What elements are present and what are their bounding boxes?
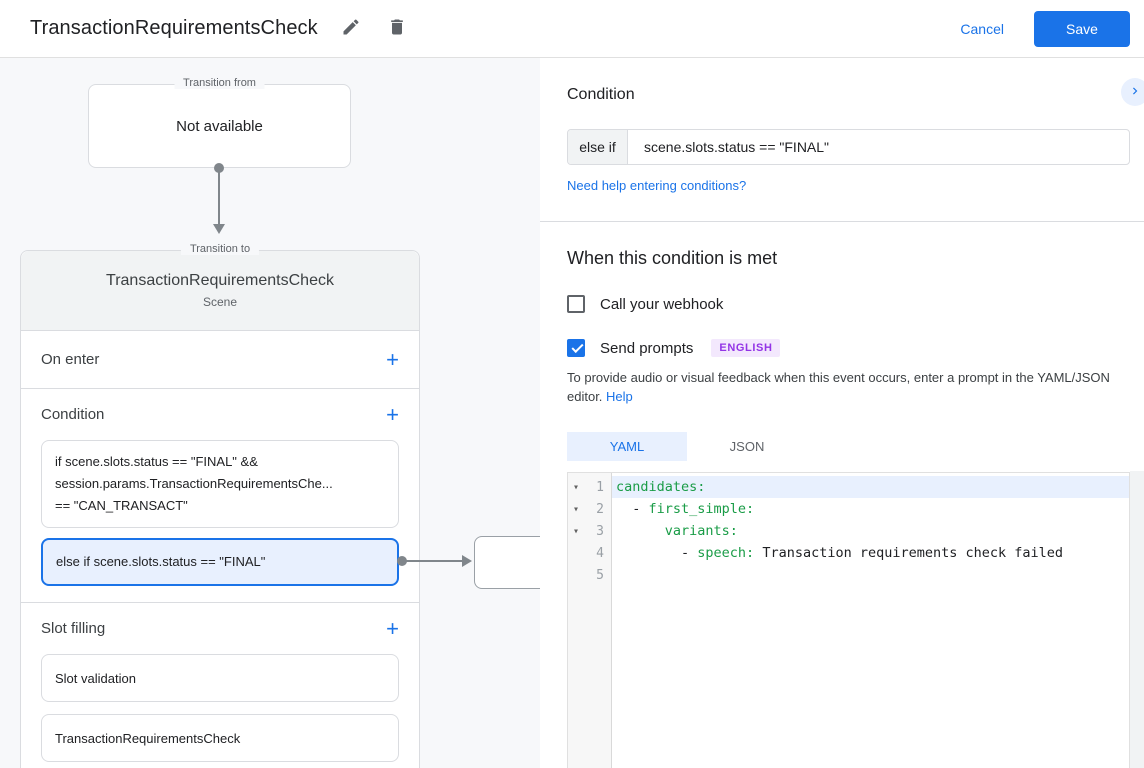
language-badge: ENGLISH [711,339,780,357]
editor-code-area[interactable]: candidates: - first_simple: variants: - … [612,473,1129,768]
when-condition-met-section: When this condition is met Call your web… [540,222,1144,768]
yaml-code-editor[interactable]: ▾1 ▾2 ▾3 4 5 candidates: - first_simple:… [567,472,1130,768]
line-number: 2 [584,502,611,517]
fold-icon[interactable]: ▾ [568,482,584,493]
conditions-help-link[interactable]: Need help entering conditions? [567,178,746,193]
collapse-panel-button[interactable] [1121,78,1144,106]
line-number: 3 [584,524,611,539]
code-line: candidates: [612,476,1129,498]
fold-icon[interactable]: ▾ [568,526,584,537]
transition-from-value: Not available [176,118,263,135]
code-line [612,564,1129,586]
condition-expression-input[interactable]: scene.slots.status == "FINAL" [628,130,1129,164]
arrow-down-icon [213,224,225,234]
arrow-right-icon [462,555,472,567]
editor-tabs: YAML JSON [567,432,1130,461]
tab-yaml[interactable]: YAML [567,432,687,461]
line-number: 1 [584,480,611,495]
condition-editor-section: Condition else if scene.slots.status == … [540,58,1144,222]
slot-filling-section: Slot filling + Slot validation Transacti… [21,603,419,762]
webhook-row: Call your webhook [567,295,1130,313]
condition-expression-group: else if scene.slots.status == "FINAL" [567,129,1130,165]
code-line: - speech: Transaction requirements check… [612,542,1129,564]
delete-scene-button[interactable] [384,16,410,42]
on-enter-label: On enter [41,351,99,368]
line-number: 4 [584,546,611,561]
prompt-description: To provide audio or visual feedback when… [567,368,1130,406]
webhook-label: Call your webhook [600,296,723,313]
transition-target-box[interactable] [474,536,540,589]
code-line: variants: [612,520,1129,542]
on-enter-section: On enter + [21,331,419,389]
save-button[interactable]: Save [1034,11,1130,47]
send-prompts-checkbox[interactable] [567,339,585,357]
top-bar: TransactionRequirementsCheck Cancel Save [0,0,1144,58]
prompt-help-link[interactable]: Help [606,389,633,404]
add-on-enter-button[interactable]: + [386,349,399,371]
condition-section: Condition + if scene.slots.status == "FI… [21,389,419,603]
editor-gutter: ▾1 ▾2 ▾3 4 5 [568,473,612,768]
send-prompts-row: Send prompts ENGLISH [567,339,1130,357]
line-number: 5 [584,568,611,583]
tab-json[interactable]: JSON [687,432,807,461]
condition-item-selected[interactable]: else if scene.slots.status == "FINAL" [41,538,399,586]
scene-card: Transition to TransactionRequirementsChe… [20,250,420,768]
trash-icon [387,17,407,40]
webhook-checkbox[interactable] [567,295,585,313]
transition-from-label: Transition from [174,77,265,89]
condition-label: Condition [41,406,104,423]
chevron-right-icon [1128,84,1142,101]
connector-line [404,560,462,562]
transition-to-label: Transition to [181,243,259,255]
slot-filling-label: Slot filling [41,620,105,637]
condition-detail-panel: Condition else if scene.slots.status == … [540,58,1144,768]
scene-card-header: TransactionRequirementsCheck Scene [21,251,419,331]
scene-title: TransactionRequirementsCheck [106,272,334,290]
cancel-button[interactable]: Cancel [960,21,1004,37]
slot-item-scene[interactable]: TransactionRequirementsCheck [41,714,399,762]
page-title: TransactionRequirementsCheck [30,17,318,40]
scrollbar[interactable] [1130,471,1144,768]
slot-item-validation[interactable]: Slot validation [41,654,399,702]
send-prompts-label: Send prompts [600,340,693,357]
scene-type-label: Scene [203,295,237,309]
pencil-icon [341,17,361,40]
add-condition-button[interactable]: + [386,404,399,426]
condition-item-first[interactable]: if scene.slots.status == "FINAL" && sess… [41,440,399,528]
edit-scene-button[interactable] [338,16,364,42]
condition-operator-label: else if [568,130,628,164]
when-met-heading: When this condition is met [567,248,1130,269]
connector-line [218,170,220,226]
add-slot-button[interactable]: + [386,618,399,640]
transition-from-box: Transition from Not available [88,84,351,168]
scene-flow-canvas: Transition from Not available Transition… [0,58,540,768]
condition-panel-heading: Condition [567,86,1130,104]
code-line: - first_simple: [612,498,1129,520]
fold-icon[interactable]: ▾ [568,504,584,515]
